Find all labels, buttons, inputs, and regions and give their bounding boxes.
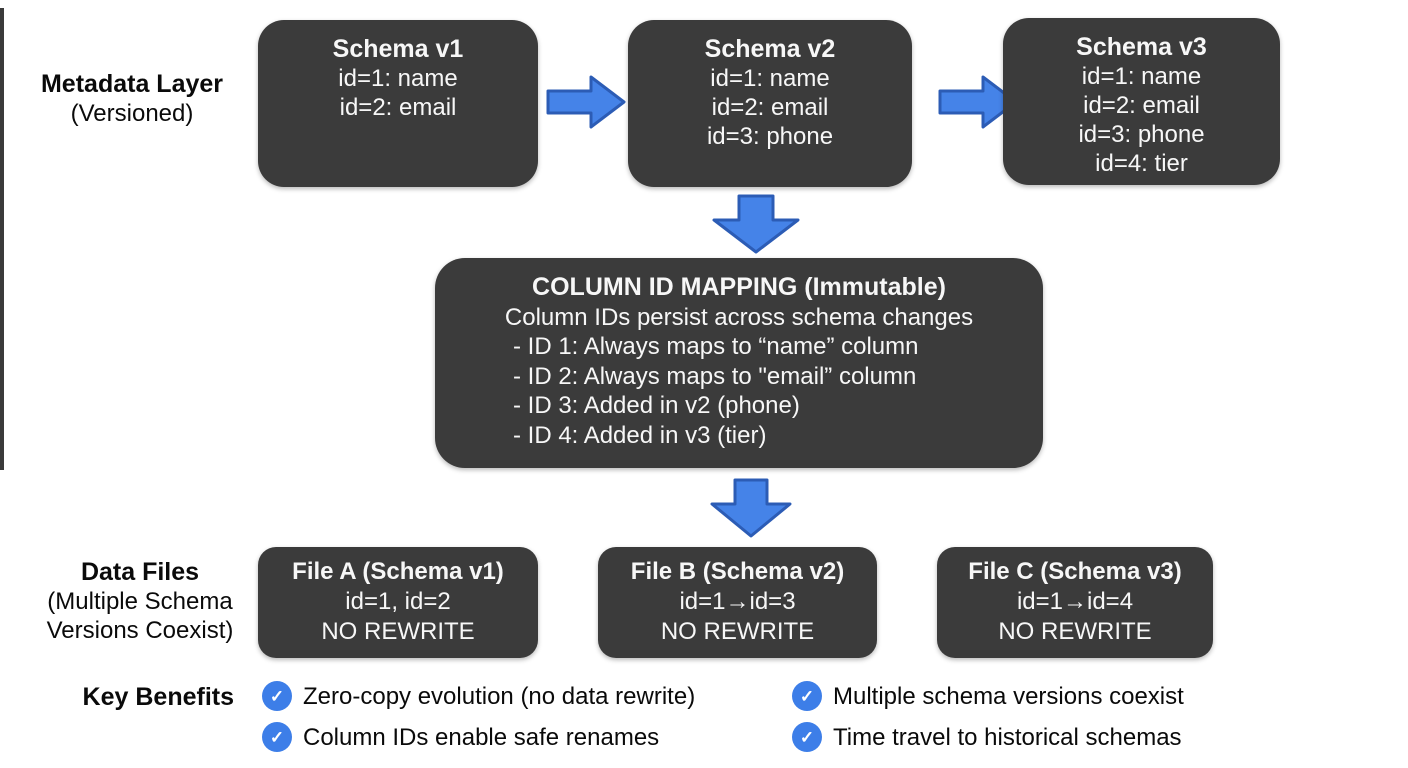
- arrow-down-icon: [712, 194, 800, 254]
- schema-v3-title: Schema v3: [1076, 33, 1207, 61]
- arrow-right-icon: [938, 75, 1018, 129]
- metadata-layer-title: Metadata Layer: [40, 70, 224, 98]
- check-glyph: ✓: [799, 727, 815, 747]
- schema-v3-field-3: id=3: phone: [1078, 121, 1205, 148]
- schema-v2-field-1: id=1: name: [710, 65, 830, 92]
- schema-v3-field-1: id=1: name: [1081, 63, 1202, 90]
- mapping-item-3: - ID 3: Added in v2 (phone): [513, 392, 800, 419]
- metadata-layer-subtitle: (Versioned): [70, 100, 194, 127]
- schema-v2-box: Schema v2 id=1: name id=2: email id=3: p…: [628, 20, 912, 187]
- benefit-item-4: Time travel to historical schemas: [833, 724, 1182, 751]
- mapping-item-4: - ID 4: Added in v3 (tier): [513, 421, 767, 449]
- file-c-ids: id=1→id=4: [1016, 588, 1134, 615]
- data-files-subtitle-1: (Multiple Schema: [47, 588, 233, 615]
- schema-v3-field-2: id=2: email: [1083, 92, 1200, 119]
- file-a-ids: id=1, id=2: [345, 588, 451, 615]
- mapping-item-2: - ID 2: Always maps to "email” column: [513, 362, 917, 390]
- schema-v2-field-2: id=2: email: [711, 94, 829, 121]
- file-b-box: File B (Schema v2) id=1→id=3 NO REWRITE: [598, 547, 877, 658]
- mapping-item-1: - ID 1: Always maps to “name” column: [513, 333, 919, 360]
- column-id-mapping-box: COLUMN ID MAPPING (Immutable) Column IDs…: [435, 258, 1043, 468]
- file-b-title: File B (Schema v2): [630, 558, 845, 585]
- mapping-title: COLUMN ID MAPPING (Immutable): [532, 273, 946, 301]
- check-glyph: ✓: [269, 727, 285, 747]
- left-edge-strip: [0, 8, 4, 470]
- benefit-item-3: Multiple schema versions coexist: [833, 683, 1184, 710]
- file-a-title: File A (Schema v1): [292, 558, 504, 585]
- file-c-title: File C (Schema v3): [968, 558, 1182, 585]
- metadata-layer-label: Metadata Layer (Versioned): [18, 70, 246, 128]
- data-files-title: Data Files: [80, 558, 200, 586]
- file-b-ids: id=1→id=3: [679, 588, 796, 615]
- schema-v3-box: Schema v3 id=1: name id=2: email id=3: p…: [1003, 18, 1280, 185]
- benefit-item-2: Column IDs enable safe renames: [303, 724, 660, 751]
- check-glyph: ✓: [799, 686, 815, 706]
- arrow-down-icon: [710, 478, 792, 538]
- schema-v3-field-4: id=4: tier: [1095, 150, 1188, 177]
- arrow-right-icon: [546, 75, 626, 129]
- check-icon: ✓: [792, 722, 822, 752]
- data-files-label: Data Files (Multiple Schema Versions Coe…: [15, 558, 265, 645]
- check-icon: ✓: [792, 681, 822, 711]
- data-files-subtitle-2: Versions Coexist): [46, 617, 234, 644]
- file-c-box: File C (Schema v3) id=1→id=4 NO REWRITE: [937, 547, 1213, 658]
- schema-v2-title: Schema v2: [704, 35, 836, 63]
- benefit-item-1: Zero-copy evolution (no data rewrite): [303, 683, 696, 710]
- schema-v2-field-3: id=3: phone: [706, 123, 834, 150]
- check-icon: ✓: [262, 722, 292, 752]
- file-a-box: File A (Schema v1) id=1, id=2 NO REWRITE: [258, 547, 538, 658]
- mapping-items: - ID 1: Always maps to “name” column - I…: [435, 332, 1043, 450]
- schema-v1-field-1: id=1: name: [338, 65, 458, 92]
- check-glyph: ✓: [269, 686, 285, 706]
- schema-v1-title: Schema v1: [332, 35, 464, 63]
- file-c-note: NO REWRITE: [998, 618, 1152, 645]
- file-a-note: NO REWRITE: [321, 618, 475, 645]
- file-b-note: NO REWRITE: [660, 618, 815, 645]
- mapping-subtitle: Column IDs persist across schema changes: [504, 303, 974, 331]
- check-icon: ✓: [262, 681, 292, 711]
- schema-v1-box: Schema v1 id=1: name id=2: email: [258, 20, 538, 187]
- schema-v1-field-2: id=2: email: [339, 94, 457, 121]
- key-benefits-label: Key Benefits: [82, 683, 234, 711]
